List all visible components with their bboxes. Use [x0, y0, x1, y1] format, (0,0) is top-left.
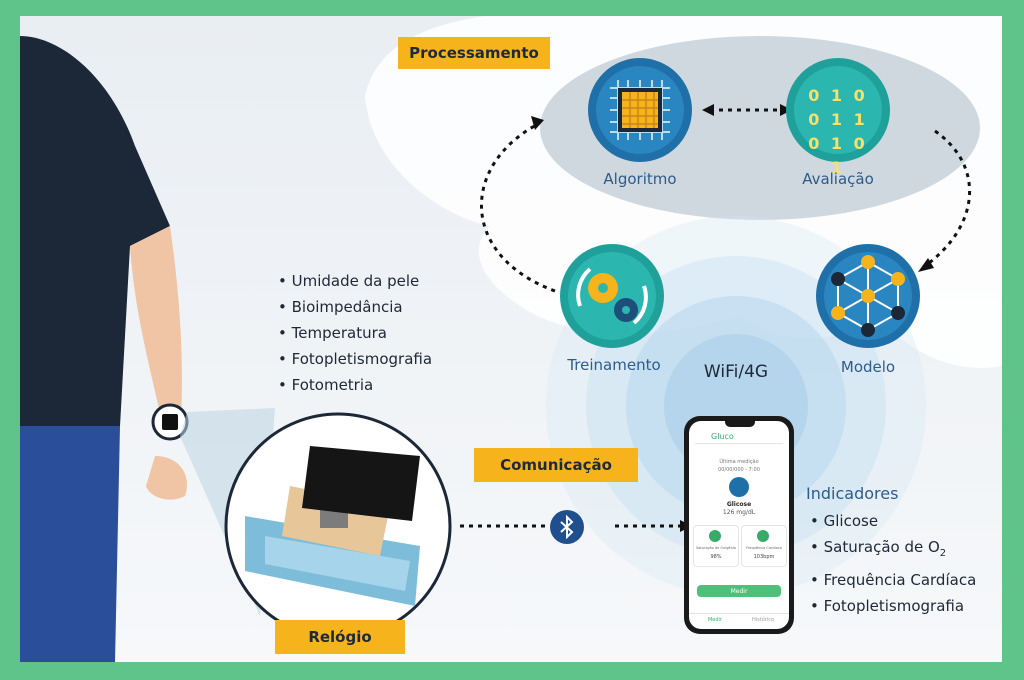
- sensor-item: Bioimpedância: [278, 294, 432, 320]
- watch-screen: [302, 446, 420, 521]
- measure-button[interactable]: Medir: [697, 585, 781, 597]
- sensor-item: Fotopletismografia: [278, 346, 432, 372]
- glucose-icon: [729, 477, 749, 497]
- indicator-item: Frequência Cardíaca: [810, 567, 977, 593]
- background-graphics: [20, 16, 1002, 662]
- indicator-item: Fotopletismografia: [810, 593, 976, 619]
- diagram-canvas: Processamento Algoritmo 0 1 0 0 1 1 0 1 …: [20, 16, 1002, 662]
- network-model-icon: [816, 244, 920, 348]
- processing-tag: Processamento: [398, 37, 550, 69]
- tab-measure[interactable]: Medir: [707, 617, 722, 623]
- cycle-arrows: [460, 108, 971, 528]
- heart-rate-value: 103bpm: [753, 554, 775, 560]
- watch-tag: Relógio: [275, 620, 405, 654]
- last-reading-date: 00/00/000 - 7:00: [718, 467, 760, 473]
- binary-digits: 0 1 0 0 1 1 0 1 0 1: [808, 86, 868, 177]
- spo2-icon: [709, 530, 721, 542]
- glucose-value: 126 mg/dL: [722, 509, 756, 516]
- evaluation-label: Avaliação: [802, 170, 874, 188]
- chip-icon: [588, 58, 692, 162]
- network-label: WiFi/4G: [703, 362, 769, 382]
- smartphone: Gluco Última medição 00/00/000 - 7:00 Gl…: [684, 416, 794, 634]
- phone-notch: [725, 421, 755, 427]
- person-shirt: [20, 36, 170, 426]
- heart-icon: [757, 530, 769, 542]
- glucose-label: Glicose: [726, 501, 752, 508]
- binary-data-icon: [786, 58, 890, 162]
- sensor-item: Umidade da pele: [278, 268, 432, 294]
- spo2-label: Saturação de Oxigênio: [696, 546, 736, 550]
- app-logo: Gluco: [711, 432, 734, 441]
- last-reading-label: Última medição: [719, 459, 759, 465]
- person-hand: [146, 456, 187, 500]
- spo2-value: 98%: [710, 554, 722, 560]
- tab-history[interactable]: Histórico: [751, 617, 775, 623]
- sensor-item: Fotometria: [278, 372, 432, 398]
- indicator-item: Saturação de O2: [810, 534, 976, 567]
- sensor-list: Umidade da pele Bioimpedância Temperatur…: [278, 268, 432, 398]
- watch-detail: [224, 412, 452, 640]
- gears-icon: [560, 244, 664, 348]
- spo2-card: Saturação de Oxigênio 98%: [693, 525, 739, 567]
- bluetooth-icon: [550, 510, 584, 544]
- person-pants: [20, 426, 120, 662]
- training-label: Treinamento: [567, 356, 661, 374]
- indicator-item: Glicose: [810, 508, 976, 534]
- person-arm: [130, 226, 182, 436]
- indicator-list: Glicose Saturação de O2 Frequência Cardí…: [810, 508, 977, 619]
- algorithm-label: Algoritmo: [603, 170, 677, 188]
- heart-rate-card: Frequência Cardíaca 103bpm: [741, 525, 787, 567]
- sensor-item: Temperatura: [278, 320, 432, 346]
- indicators-title: Indicadores: [806, 484, 899, 503]
- communication-tag: Comunicação: [474, 448, 638, 482]
- heart-rate-label: Frequência Cardíaca: [746, 546, 782, 550]
- model-label: Modelo: [840, 358, 896, 376]
- phone-screen: Gluco Última medição 00/00/000 - 7:00 Gl…: [689, 421, 789, 629]
